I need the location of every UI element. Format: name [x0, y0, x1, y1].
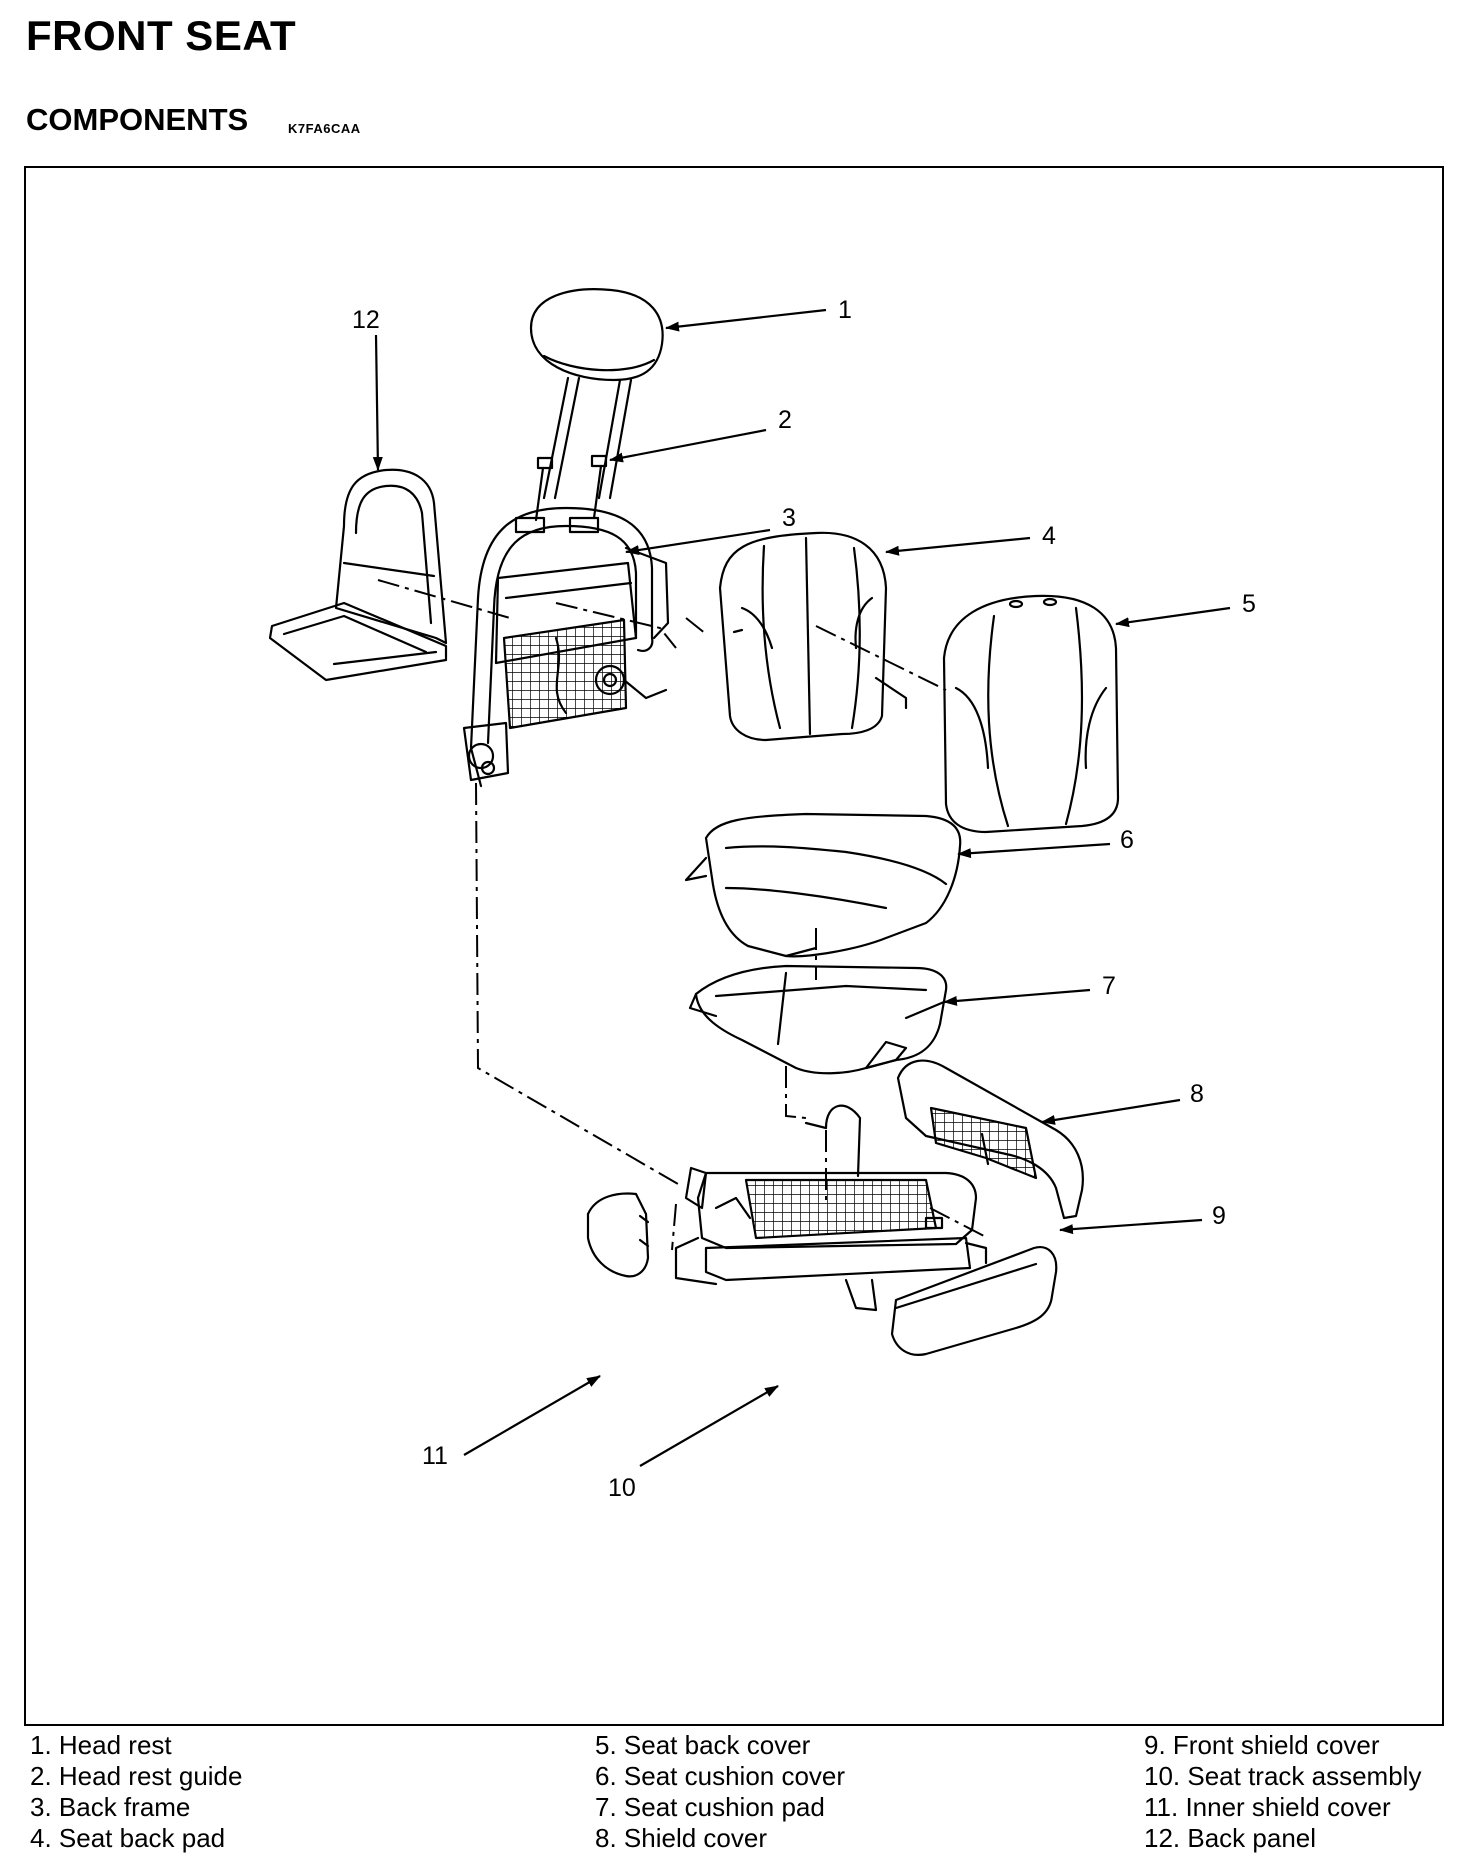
- legend-item: 7. Seat cushion pad: [595, 1792, 825, 1822]
- callout-12: 12: [352, 306, 380, 334]
- exploded-diagram: 1 2 3 4 5 6 7 8 9 10 11 12: [24, 166, 1444, 1726]
- callout-4: 4: [1042, 522, 1056, 550]
- legend-item: 3. Back frame: [30, 1792, 191, 1822]
- legend-column: 5. Seat back cover 6. Seat cushion cover…: [595, 1730, 845, 1854]
- callout-9: 9: [1212, 1202, 1226, 1230]
- head-rest-part: [529, 288, 664, 500]
- legend-item: 11. Inner shield cover: [1144, 1792, 1391, 1822]
- page-title: FRONT SEAT: [26, 12, 297, 59]
- legend-column: 1. Head rest 2. Head rest guide 3. Back …: [30, 1730, 242, 1854]
- callout-7: 7: [1102, 972, 1116, 1000]
- legend-item: 2. Head rest guide: [30, 1761, 243, 1791]
- legend-item: 1. Head rest: [30, 1730, 172, 1760]
- legend-item: 12. Back panel: [1144, 1823, 1317, 1853]
- section-heading: COMPONENTS: [26, 102, 249, 137]
- section-code: K7FA6CAA: [288, 121, 361, 136]
- legend-item: 6. Seat cushion cover: [595, 1761, 846, 1791]
- callout-arrows: [372, 308, 1231, 1467]
- diagram-canvas: 1 2 3 4 5 6 7 8 9 10 11 12: [268, 288, 1256, 1502]
- front-shield-cover-part: [890, 1246, 1058, 1356]
- seat-back-cover-part: [942, 594, 1120, 834]
- inner-shield-cover-part: [586, 1192, 650, 1278]
- legend-item: 9. Front shield cover: [1144, 1730, 1380, 1760]
- back-panel-part: [268, 468, 448, 682]
- callout-3: 3: [782, 504, 796, 532]
- callout-2: 2: [778, 406, 792, 434]
- seat-track-assembly-part: [674, 1104, 988, 1312]
- callout-1: 1: [838, 296, 852, 324]
- seat-cushion-pad-part: [688, 964, 948, 1075]
- callout-8: 8: [1190, 1080, 1204, 1108]
- legend-item: 4. Seat back pad: [30, 1823, 226, 1853]
- legend-item: 8. Shield cover: [595, 1823, 767, 1853]
- legend-item: 5. Seat back cover: [595, 1730, 811, 1760]
- callout-5: 5: [1242, 590, 1256, 618]
- callout-labels: 1 2 3 4 5 6 7 8 9 10 11 12: [352, 296, 1256, 1502]
- seat-cushion-cover-part: [684, 812, 962, 958]
- shield-cover-part: [896, 1059, 1084, 1220]
- callout-10: 10: [608, 1474, 636, 1502]
- callout-11: 11: [422, 1442, 448, 1470]
- callout-6: 6: [1120, 826, 1134, 854]
- parts-legend: 1. Head rest 2. Head rest guide 3. Back …: [30, 1730, 1450, 1855]
- legend-item: 10. Seat track assembly: [1144, 1761, 1422, 1791]
- legend-column: 9. Front shield cover 10. Seat track ass…: [1144, 1730, 1421, 1854]
- seat-back-pad-part: [718, 531, 908, 742]
